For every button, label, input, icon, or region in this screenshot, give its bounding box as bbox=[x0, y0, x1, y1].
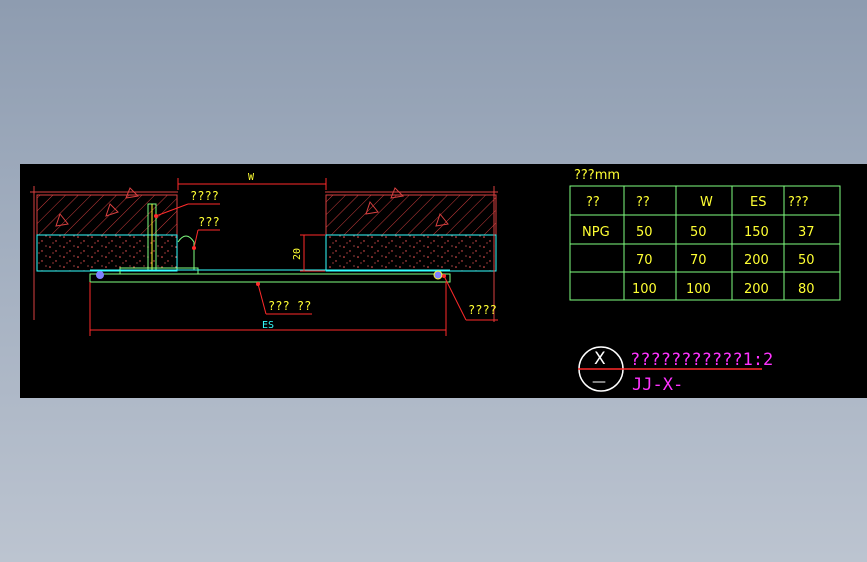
title-symbol-top: X bbox=[594, 349, 606, 369]
cad-canvas[interactable]: W 20 ES ???? ??? ??? ?? ???? ???mm ?? ??… bbox=[20, 164, 867, 398]
drawing-code: JJ-X- bbox=[632, 375, 683, 395]
dim-height-label: 20 bbox=[292, 248, 303, 260]
title-block: X — ???????????1:2 JJ-X- bbox=[578, 346, 773, 395]
title-symbol-bottom: — bbox=[592, 374, 606, 390]
dim-es-label: ES bbox=[262, 320, 274, 331]
callout-4: ???? bbox=[468, 303, 497, 317]
table-unit-label: ???mm bbox=[574, 168, 620, 183]
dimensions bbox=[89, 178, 447, 336]
table-cell: 50 bbox=[690, 225, 707, 240]
callout-3: ??? ?? bbox=[268, 299, 311, 313]
table-header-0: ?? bbox=[586, 195, 600, 210]
right-slab bbox=[325, 186, 498, 322]
table-cell: 50 bbox=[636, 225, 653, 240]
table-cell: 37 bbox=[798, 225, 815, 240]
table-header-3: ES bbox=[750, 195, 766, 210]
table-header-4: ??? bbox=[788, 195, 809, 210]
table-header-1: ?? bbox=[636, 195, 650, 210]
table-cell: 70 bbox=[690, 253, 707, 268]
callout-2: ??? bbox=[198, 215, 220, 229]
table-cell: 200 bbox=[744, 253, 769, 268]
spec-table: ???mm ?? ?? W ES ??? NPG 50 50 150 37 70… bbox=[569, 168, 841, 301]
leaders bbox=[154, 203, 498, 321]
table-cell: NPG bbox=[582, 225, 610, 240]
table-cell: 80 bbox=[798, 282, 815, 297]
drawing-title: ???????????1:2 bbox=[630, 350, 773, 370]
left-slab bbox=[30, 186, 178, 320]
dim-width-label: W bbox=[248, 172, 255, 183]
table-cell: 100 bbox=[686, 282, 711, 297]
table-header-2: W bbox=[700, 195, 713, 210]
table-cell: 70 bbox=[636, 253, 653, 268]
callout-1: ???? bbox=[190, 189, 219, 203]
table-cell: 50 bbox=[798, 253, 815, 268]
joint-profile bbox=[89, 203, 451, 283]
table-cell: 150 bbox=[744, 225, 769, 240]
table-cell: 100 bbox=[632, 282, 657, 297]
table-cell: 200 bbox=[744, 282, 769, 297]
detail-drawing: W 20 ES ???? ??? ??? ?? ???? ???mm ?? ??… bbox=[30, 168, 841, 395]
